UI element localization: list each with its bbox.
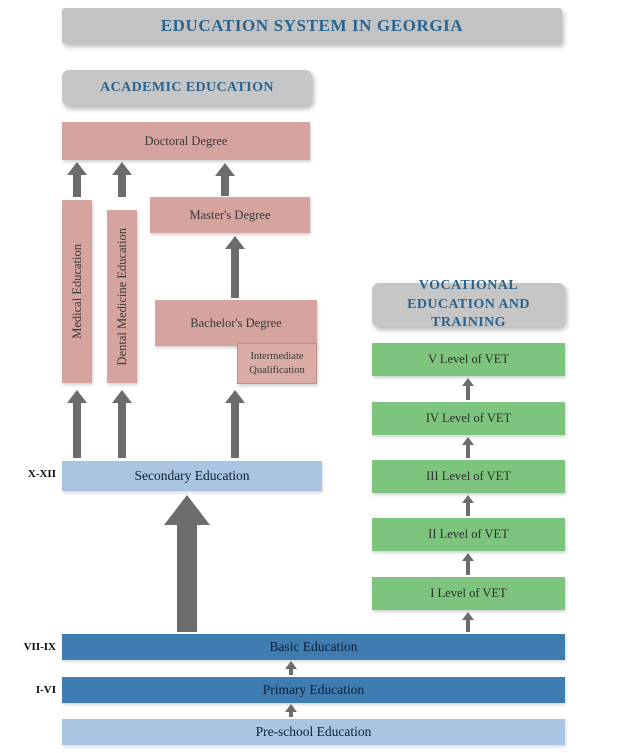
- basic-education-box: Basic Education: [62, 634, 565, 660]
- basic-grades-label: VII-IX: [23, 641, 56, 653]
- doctoral-degree-box: Doctoral Degree: [62, 122, 310, 160]
- arrow-basic-to-secondary-icon: [164, 495, 210, 632]
- arrow-vet3-to-vet4-icon: [462, 437, 474, 458]
- arrow-basic-to-vet1-icon: [462, 612, 474, 632]
- page-title: EDUCATION SYSTEM IN GEORGIA: [62, 8, 562, 44]
- academic-education-header: ACADEMIC EDUCATION: [62, 70, 312, 106]
- arrow-secondary-to-bachelors-icon: [225, 390, 245, 458]
- arrow-masters-to-doctoral-icon: [215, 163, 235, 196]
- primary-education-box: Primary Education: [62, 677, 565, 703]
- arrow-vet2-to-vet3-icon: [462, 495, 474, 516]
- arrow-secondary-to-medical-icon: [67, 390, 87, 458]
- arrow-preschool-to-primary-icon: [285, 704, 297, 717]
- secondary-education-box: Secondary Education: [62, 461, 322, 491]
- vet-level-4-box: IV Level of VET: [372, 402, 565, 435]
- intermediate-qualification-box: Intermediate Qualification: [237, 343, 317, 384]
- vet-level-3-box: III Level of VET: [372, 460, 565, 493]
- primary-grades-label: I-VI: [35, 684, 56, 696]
- arrow-vet4-to-vet5-icon: [462, 378, 474, 400]
- arrow-vet1-to-vet2-icon: [462, 553, 474, 575]
- arrow-secondary-to-dental-icon: [112, 390, 132, 458]
- medical-education-box: Medical Education: [62, 200, 92, 383]
- vet-level-5-box: V Level of VET: [372, 343, 565, 376]
- arrow-medical-to-doctoral-icon: [67, 162, 87, 197]
- secondary-grades-label: X-XII: [27, 468, 56, 480]
- arrow-primary-to-basic-icon: [285, 661, 297, 675]
- preschool-education-box: Pre-school Education: [62, 719, 565, 745]
- dental-medicine-education-box: Dental Medicine Education: [107, 210, 137, 383]
- masters-degree-box: Master's Degree: [150, 197, 310, 233]
- vet-header: VOCATIONAL EDUCATION AND TRAINING: [372, 278, 565, 330]
- medical-education-label: Medical Education: [69, 244, 84, 339]
- vet-level-1-box: I Level of VET: [372, 577, 565, 610]
- bachelors-degree-box: Bachelor's Degree: [155, 300, 317, 346]
- arrow-bachelors-to-masters-icon: [225, 236, 245, 298]
- arrow-dental-to-doctoral-icon: [112, 162, 132, 197]
- dental-medicine-education-label: Dental Medicine Education: [114, 227, 129, 366]
- vet-level-2-box: II Level of VET: [372, 518, 565, 551]
